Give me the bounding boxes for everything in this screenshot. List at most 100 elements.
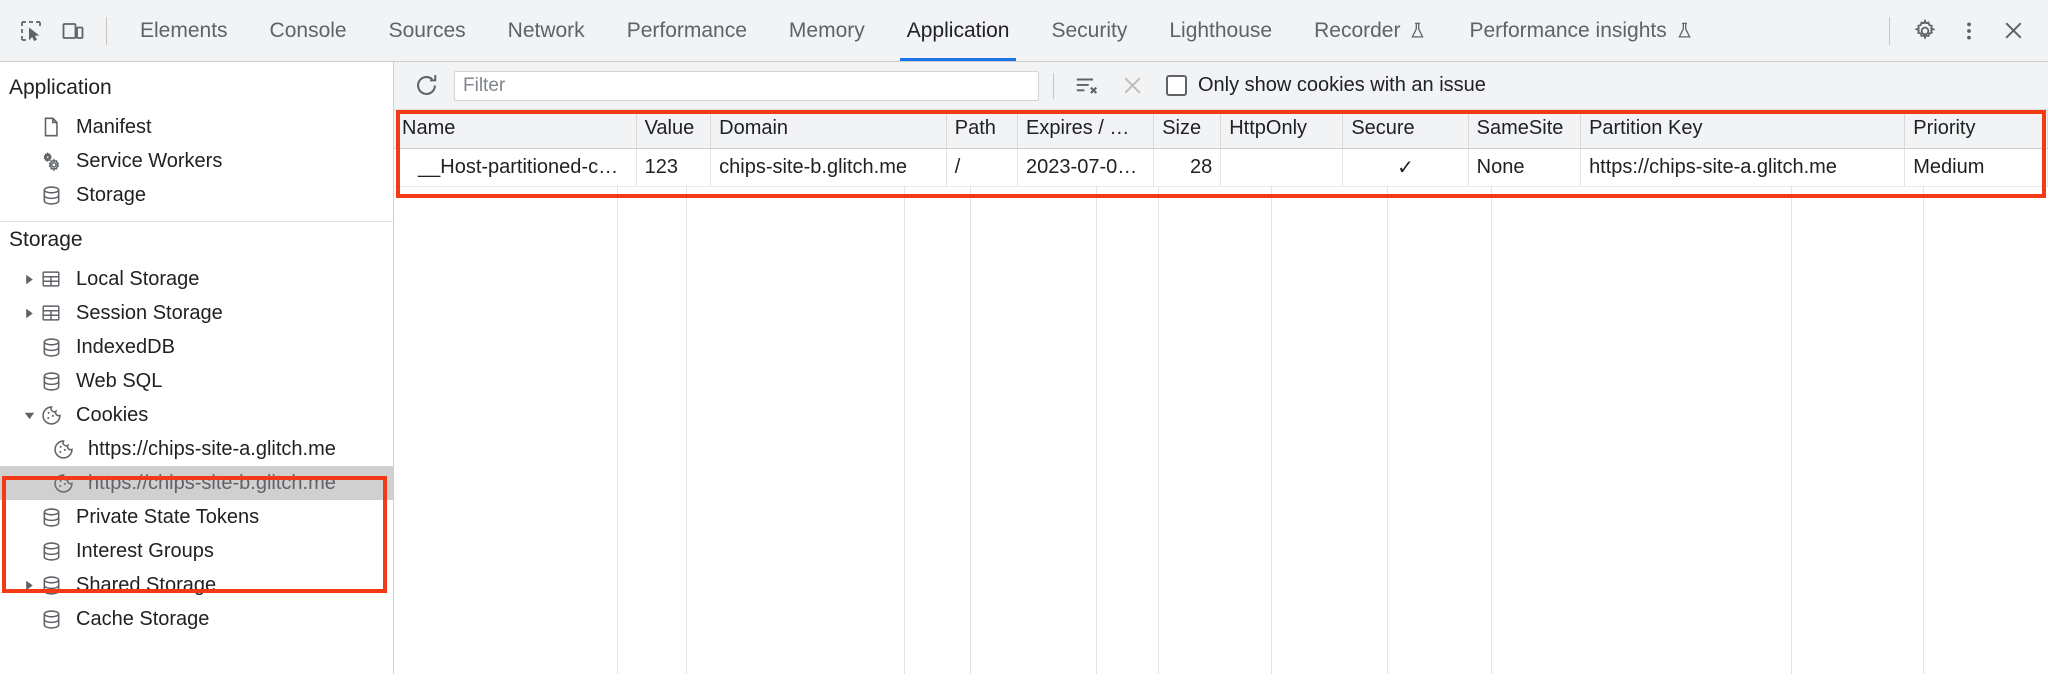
sidebar-item-shared-storage[interactable]: Shared Storage xyxy=(0,568,393,602)
column-header-domain[interactable]: Domain xyxy=(710,110,947,149)
tab-network[interactable]: Network xyxy=(487,0,606,61)
tab-application[interactable]: Application xyxy=(886,0,1031,61)
sidebar-item-label: Cookies xyxy=(76,404,149,426)
sidebar-item-manifest[interactable]: Manifest xyxy=(0,110,393,144)
cell-httponly[interactable] xyxy=(1220,148,1344,187)
sidebar-item-label: Shared Storage xyxy=(76,574,217,596)
database-icon xyxy=(40,540,70,563)
sidebar-item-label: Service Workers xyxy=(76,150,223,172)
sidebar-item-label: Web SQL xyxy=(76,370,163,392)
table-row[interactable]: __Host-partitioned-cookie 123 chips-site… xyxy=(394,148,2048,187)
database-icon xyxy=(40,370,70,393)
tab-performance[interactable]: Performance xyxy=(606,0,768,61)
cell-samesite[interactable]: None xyxy=(1468,148,1582,187)
toolbar-divider xyxy=(1053,72,1054,99)
sidebar-item-storage[interactable]: Storage xyxy=(0,178,393,212)
cell-name[interactable]: __Host-partitioned-cookie xyxy=(394,148,637,187)
clear-all-cookies-icon[interactable] xyxy=(1068,68,1104,104)
filter-input[interactable] xyxy=(454,70,1039,101)
cell-priority[interactable]: Medium xyxy=(1904,148,2048,187)
toolbar-divider xyxy=(106,16,107,45)
cell-path[interactable]: / xyxy=(946,148,1019,187)
panel-tabs: Elements Console Sources Network Perform… xyxy=(119,0,1715,61)
sidebar-section-storage-title: Storage xyxy=(9,228,83,251)
experimental-flask-icon xyxy=(1408,21,1427,40)
cell-expires[interactable]: 2023-07-07… xyxy=(1017,148,1155,187)
tab-console[interactable]: Console xyxy=(249,0,368,61)
tab-network-label: Network xyxy=(507,18,585,42)
column-header-size[interactable]: Size xyxy=(1153,110,1222,149)
sidebar-item-label: Local Storage xyxy=(76,268,200,290)
tab-elements[interactable]: Elements xyxy=(119,0,249,61)
cell-secure[interactable]: ✓ xyxy=(1342,148,1469,187)
sidebar-item-cookie-origin-b[interactable]: https://chips-site-b.glitch.me xyxy=(0,466,393,500)
sidebar-item-cookies[interactable]: Cookies xyxy=(0,398,393,432)
only-show-issues-checkbox[interactable] xyxy=(1166,75,1187,96)
table-icon xyxy=(40,268,70,290)
tabbar-actions xyxy=(1877,10,2042,52)
sidebar-item-private-state-tokens[interactable]: Private State Tokens xyxy=(0,500,393,534)
tab-performance-insights-label: Performance insights xyxy=(1469,18,1667,42)
panel-body: Application Manifest xyxy=(0,62,2048,674)
tab-lighthouse[interactable]: Lighthouse xyxy=(1148,0,1293,61)
chevron-right-icon[interactable] xyxy=(18,308,40,319)
sidebar-item-cookie-origin-a[interactable]: https://chips-site-a.glitch.me xyxy=(0,432,393,466)
refresh-icon[interactable] xyxy=(408,68,444,104)
sidebar-divider xyxy=(0,221,393,222)
tab-sources[interactable]: Sources xyxy=(368,0,487,61)
delete-selected-cookie-icon[interactable] xyxy=(1114,68,1150,104)
chevron-right-icon[interactable] xyxy=(18,580,40,591)
sidebar-item-interest-groups[interactable]: Interest Groups xyxy=(0,534,393,568)
cell-domain[interactable]: chips-site-b.glitch.me xyxy=(710,148,947,187)
gear-icon[interactable] xyxy=(1904,10,1946,52)
sidebar-item-local-storage[interactable]: Local Storage xyxy=(0,262,393,296)
column-header-secure[interactable]: Secure xyxy=(1342,110,1469,149)
sidebar-item-web-sql[interactable]: Web SQL xyxy=(0,364,393,398)
column-header-value[interactable]: Value xyxy=(636,110,712,149)
chevron-down-icon[interactable] xyxy=(18,410,40,421)
cell-size[interactable]: 28 xyxy=(1153,148,1222,187)
column-header-httponly[interactable]: HttpOnly xyxy=(1220,110,1344,149)
chevron-right-icon[interactable] xyxy=(18,274,40,285)
application-sidebar: Application Manifest xyxy=(0,62,394,674)
device-toolbar-icon[interactable] xyxy=(52,10,94,52)
tab-lighthouse-label: Lighthouse xyxy=(1169,18,1273,42)
experimental-flask-icon xyxy=(1675,21,1694,40)
three-dot-menu-icon[interactable] xyxy=(1948,10,1990,52)
tab-memory[interactable]: Memory xyxy=(768,0,886,61)
close-icon[interactable] xyxy=(1992,10,2034,52)
sidebar-item-label: Session Storage xyxy=(76,302,223,324)
column-header-path[interactable]: Path xyxy=(946,110,1019,149)
cookies-toolbar: Only show cookies with an issue xyxy=(394,62,2048,110)
column-header-samesite[interactable]: SameSite xyxy=(1468,110,1582,149)
sidebar-item-session-storage[interactable]: Session Storage xyxy=(0,296,393,330)
tab-security[interactable]: Security xyxy=(1030,0,1148,61)
sidebar-section-application-title: Application xyxy=(9,76,112,99)
tab-memory-label: Memory xyxy=(788,18,865,42)
sidebar-item-cache-storage[interactable]: Cache Storage xyxy=(0,602,393,636)
table-icon xyxy=(40,302,70,324)
tab-application-label: Application xyxy=(906,18,1010,42)
sidebar-item-label: https://chips-site-b.glitch.me xyxy=(88,472,336,494)
column-header-partition-key[interactable]: Partition Key xyxy=(1580,110,1906,149)
cookie-icon xyxy=(52,472,82,495)
column-header-expires[interactable]: Expires / M… xyxy=(1017,110,1155,149)
sidebar-item-label: IndexedDB xyxy=(76,336,175,358)
database-icon xyxy=(40,184,70,207)
tab-performance-insights[interactable]: Performance insights xyxy=(1448,0,1714,61)
column-header-name[interactable]: Name xyxy=(394,110,637,149)
tab-recorder[interactable]: Recorder xyxy=(1293,0,1448,61)
tab-performance-label: Performance xyxy=(626,18,747,42)
cell-value[interactable]: 123 xyxy=(636,148,712,187)
only-show-issues-checkbox-wrap[interactable]: Only show cookies with an issue xyxy=(1166,74,1486,97)
cookies-panel: Only show cookies with an issue xyxy=(394,62,2048,674)
sidebar-item-indexeddb[interactable]: IndexedDB xyxy=(0,330,393,364)
tab-security-label: Security xyxy=(1051,18,1128,42)
inspect-element-icon[interactable] xyxy=(10,10,52,52)
sidebar-item-service-workers[interactable]: Service Workers xyxy=(0,144,393,178)
cell-partition-key[interactable]: https://chips-site-a.glitch.me xyxy=(1580,148,1906,187)
sidebar-item-label: Private State Tokens xyxy=(76,506,260,528)
column-header-priority[interactable]: Priority xyxy=(1904,110,2048,149)
sidebar-item-label: Cache Storage xyxy=(76,608,210,630)
database-icon xyxy=(40,608,70,631)
